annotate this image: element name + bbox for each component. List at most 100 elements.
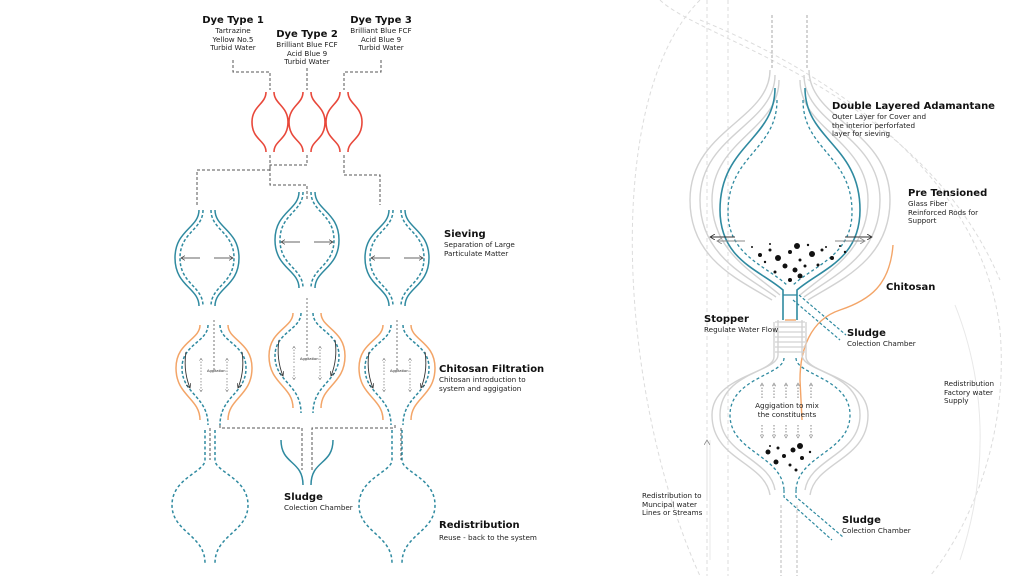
- pre-tensioned-line-2: Reinforced Rods for: [908, 207, 979, 217]
- dye-connectors: [196, 60, 382, 205]
- dye-type-3-line-3: Turbid Water: [358, 43, 404, 53]
- sieving-label: Sieving Separation of Large Particulate …: [444, 229, 515, 258]
- redistribution-line-1: Reuse - back to the system: [439, 533, 537, 542]
- dye-bulb-3: [325, 91, 363, 153]
- particle: [820, 248, 824, 252]
- background-flow-lines-solid: [709, 304, 981, 561]
- chitosan-label: Chitosan: [886, 282, 935, 294]
- particle: [797, 443, 803, 449]
- particle: [792, 267, 798, 273]
- particle: [825, 246, 827, 248]
- lower-vessel-inner: [729, 357, 851, 491]
- chitosan-bulbs: [175, 298, 436, 426]
- particle: [776, 446, 780, 450]
- adamantane-line-2: the interior perforfated: [832, 120, 916, 130]
- sludge-line-1: Colection Chamber: [284, 503, 353, 512]
- lower-vessel-outer: [711, 320, 869, 496]
- sieving-line-2: Particulate Matter: [444, 248, 509, 258]
- vessel-inlet: [771, 15, 808, 70]
- aggigation-line-1: Aggigation to mix: [755, 401, 820, 410]
- particle: [839, 245, 841, 247]
- sieving-arrows: [710, 237, 872, 241]
- particle: [800, 456, 804, 460]
- aggregated-particles: [765, 443, 812, 472]
- pre-tensioned-title: Pre Tensioned: [908, 188, 988, 199]
- dye-type-2-line-3: Turbid Water: [284, 57, 330, 67]
- aggigation-arrows: [762, 383, 811, 438]
- particle: [794, 468, 798, 472]
- particle: [773, 270, 777, 274]
- adamantane-outer-layers: [689, 69, 891, 301]
- redistribution-municipal-label: Redistribution to Muncipal water Lines o…: [642, 491, 703, 518]
- chitosan-bulb-3: [358, 320, 436, 426]
- aggitation-label-2: Aggitation: [300, 357, 319, 361]
- redistribution-label: Redistribution Reuse - back to the syste…: [439, 520, 537, 543]
- adamantane-line-1: Outer Layer for Cover and: [832, 112, 927, 121]
- dye-type-1-line-1: Tartrazine: [215, 26, 251, 35]
- chitosan-filtration-title: Chitosan Filtration: [439, 364, 545, 375]
- stopper: [775, 321, 805, 353]
- dye-type-2-line-2: Acid Blue 9: [286, 48, 328, 58]
- pre-tensioned-line-3: Support: [908, 216, 937, 226]
- sludge-upper-label: Sludge Colection Chamber: [847, 328, 916, 349]
- dye-bulbs: [251, 91, 363, 153]
- redistribution-factory-label: Redistribution Factory water Supply: [944, 379, 995, 406]
- redistribution-municipal-line-2: Muncipal water: [642, 499, 697, 509]
- particle: [788, 250, 792, 254]
- aggigation-line-2: the constituents: [758, 410, 817, 419]
- chitosan-bulb-1: [175, 320, 253, 426]
- aggitation-label-1: Aggitation: [207, 369, 226, 373]
- adamantane-label: Double Layered Adamantane Outer Layer fo…: [832, 101, 995, 139]
- particle: [769, 243, 771, 245]
- dye-bulb-1: [251, 91, 289, 153]
- dye-type-3-title: Dye Type 3: [350, 15, 412, 26]
- dye-type-1-line-2: Yellow No.5: [212, 34, 254, 44]
- chitosan-filtration-line-1: Chitosan introduction to: [439, 375, 526, 384]
- particle: [758, 253, 762, 257]
- pre-tensioned-line-1: Glass Fiber: [908, 199, 948, 208]
- lower-exit: [783, 490, 844, 541]
- adamantane-inner-layers: [719, 87, 861, 320]
- sieving-bulbs: [174, 191, 430, 307]
- adamantane-line-3: layer for sieving: [832, 129, 891, 139]
- stopper-line-1: Regulate Water Flow: [704, 325, 779, 334]
- dye-type-1-title: Dye Type 1: [202, 15, 264, 26]
- sludge-lower-label: Sludge Colection Chamber: [842, 515, 911, 536]
- particle: [816, 263, 820, 267]
- particle: [794, 243, 800, 249]
- dye-type-1-label: Dye Type 1 Tartrazine Yellow No.5 Turbid…: [193, 15, 273, 53]
- redistribution-bulb-2: [358, 430, 436, 564]
- particle: [843, 250, 847, 254]
- particle: [769, 445, 771, 447]
- particulate-matter: [751, 243, 847, 282]
- particle: [775, 255, 781, 261]
- sieving-title: Sieving: [444, 229, 486, 240]
- particle: [788, 278, 792, 282]
- particle: [803, 264, 807, 268]
- particle: [788, 463, 792, 467]
- adamantane-title: Double Layered Adamantane: [832, 101, 995, 112]
- sludge-title: Sludge: [284, 492, 323, 503]
- sludge-label: Sludge Colection Chamber: [284, 492, 353, 513]
- redistribution-factory-line-1: Redistribution: [944, 379, 995, 388]
- particle: [808, 450, 812, 454]
- sludge-upper-line-1: Colection Chamber: [847, 339, 916, 348]
- sludge-lower-line-1: Colection Chamber: [842, 526, 911, 535]
- redistribution-municipal-line-3: Lines or Streams: [642, 508, 703, 518]
- pre-tensioned-label: Pre Tensioned Glass Fiber Reinforced Rod…: [908, 188, 987, 226]
- dye-type-3-label: Dye Type 3 Brilliant Blue FCF Acid Blue …: [341, 15, 421, 53]
- redistribution-factory-line-2: Factory water: [944, 387, 994, 397]
- sludge-lower-title: Sludge: [842, 515, 881, 526]
- particle: [782, 454, 786, 458]
- sieving-bulb-1: [174, 209, 240, 307]
- aggitation-label-3: Aggitation: [390, 369, 409, 373]
- particle: [765, 449, 771, 455]
- sieving-line-1: Separation of Large: [444, 240, 515, 249]
- redistribution-bulb-1: [171, 430, 249, 564]
- particle: [790, 447, 796, 453]
- stopper-label: Stopper Regulate Water Flow: [704, 314, 778, 335]
- sludge-collector: [280, 439, 334, 486]
- dye-bulb-2: [288, 91, 326, 153]
- bottom-connectors: [209, 425, 402, 470]
- chitosan-line: [785, 244, 894, 421]
